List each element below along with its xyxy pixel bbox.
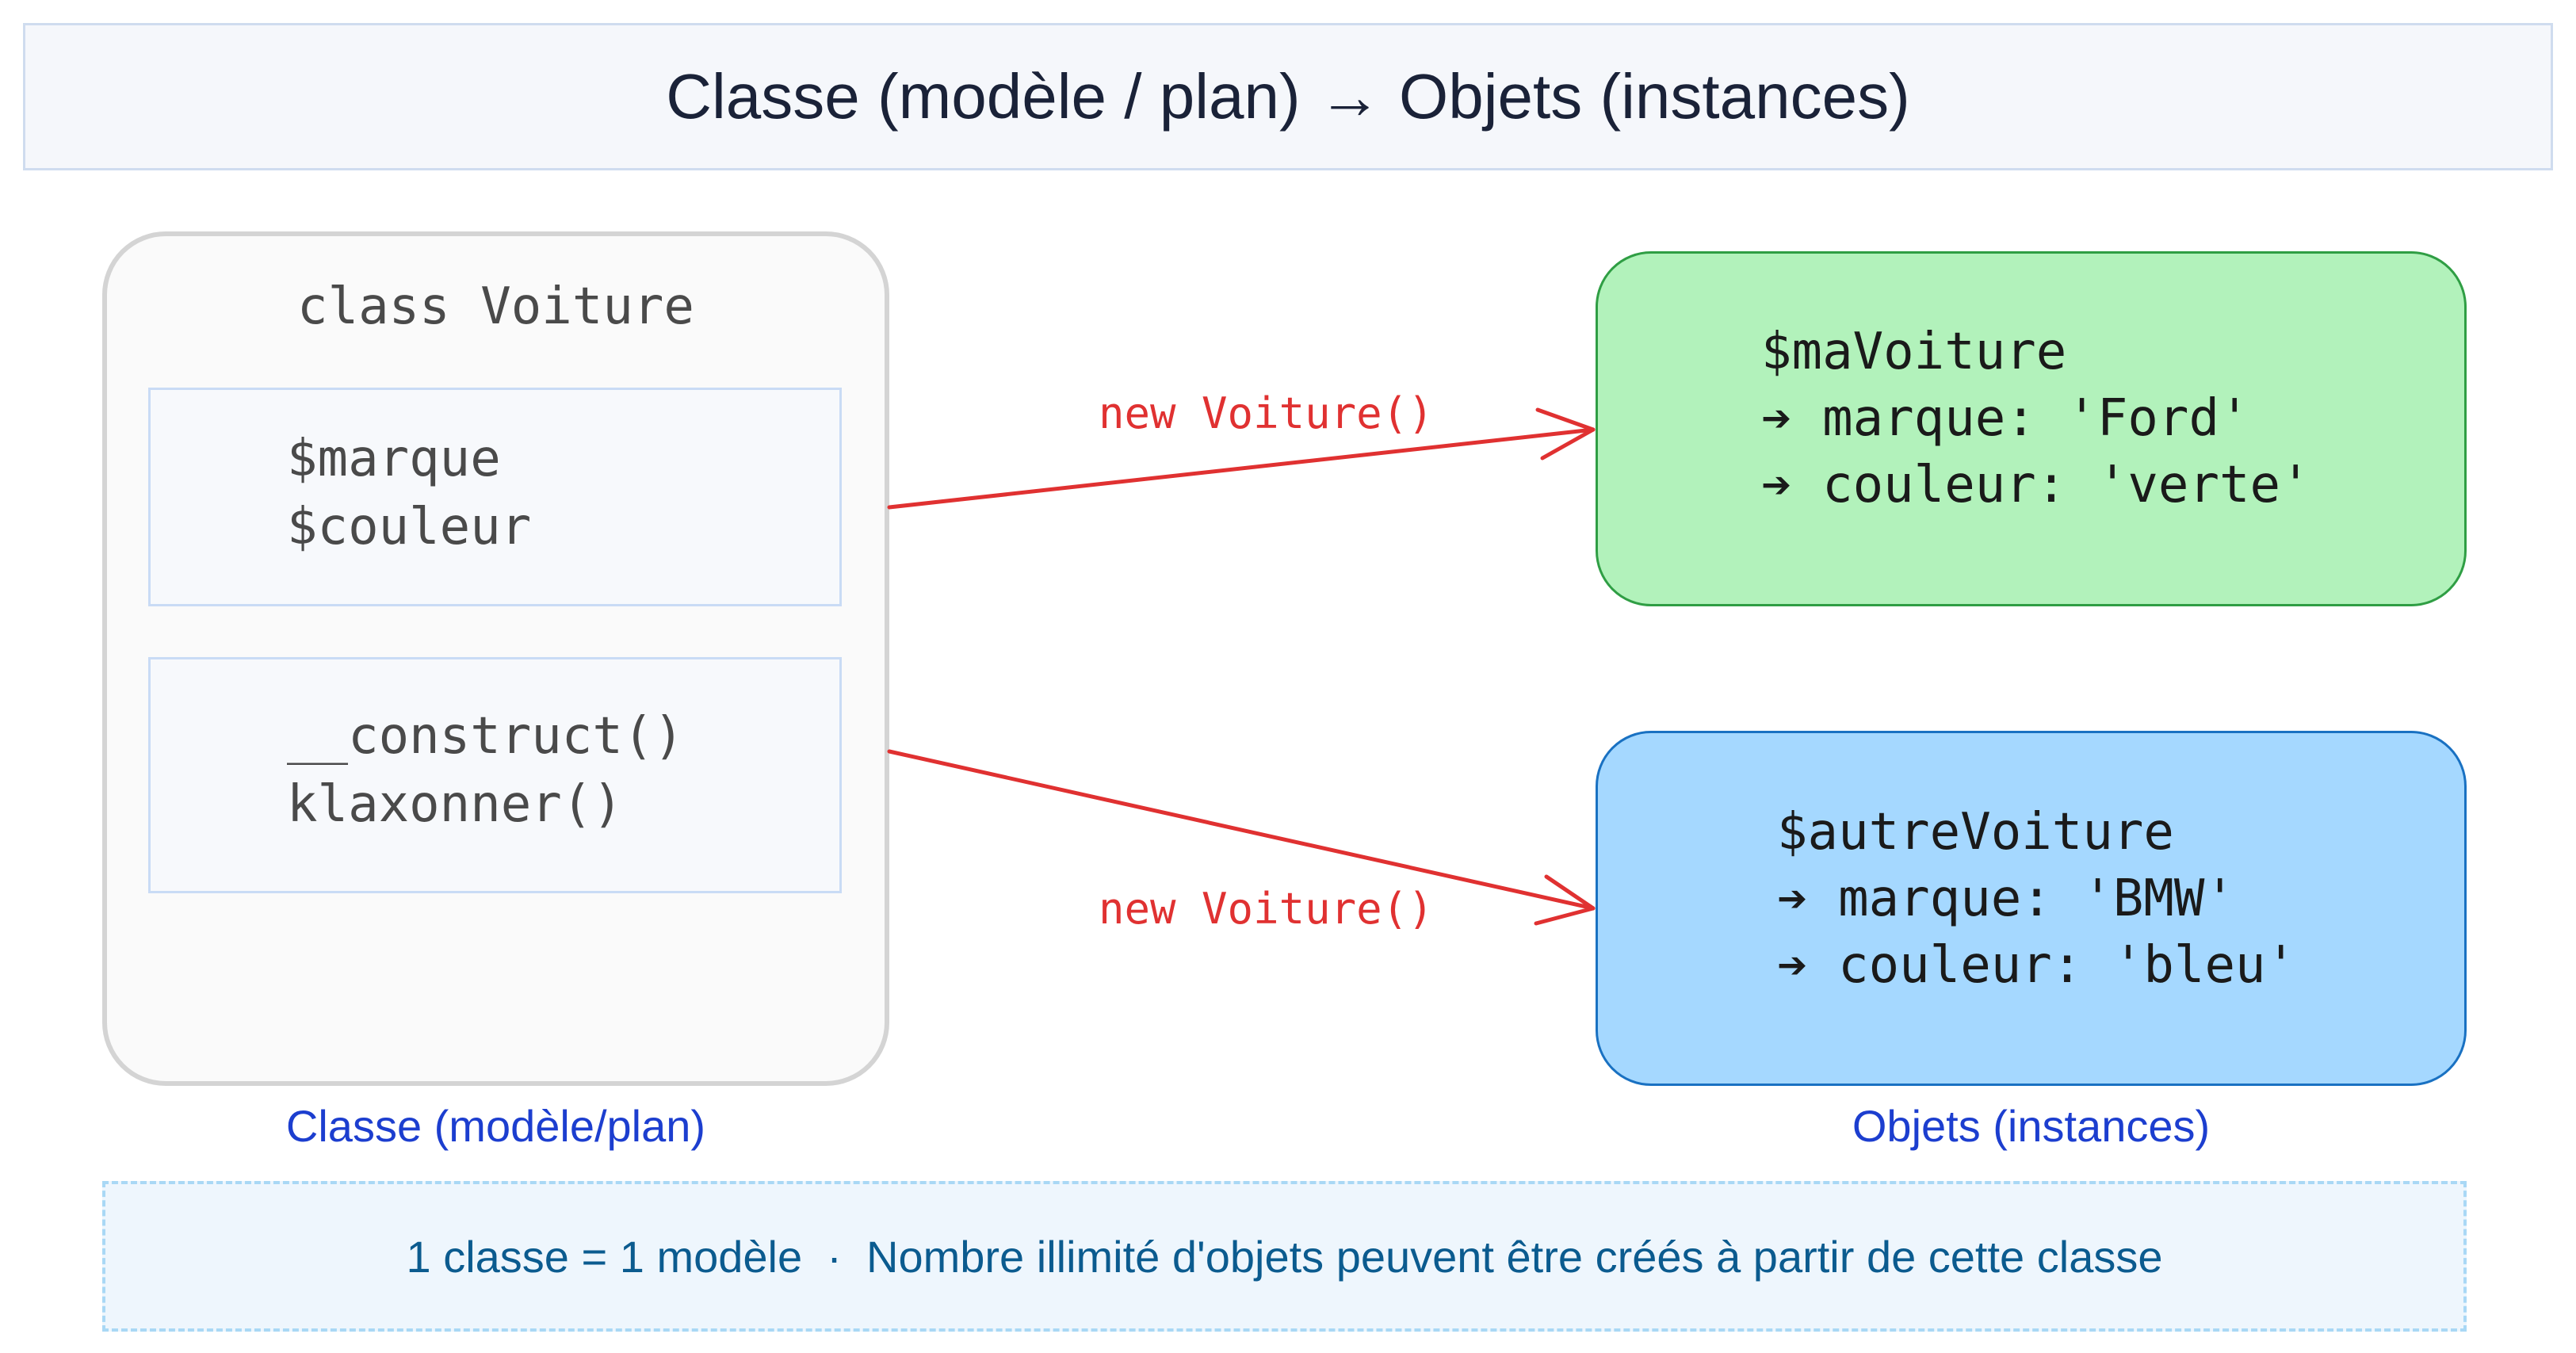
object-box-ma-voiture [1596,251,2467,606]
object-property: ➔ marque: 'BMW' [1777,870,2235,928]
method-item: __construct() [287,707,684,766]
object-autre-voiture-content: $autreVoiture ➔ marque: 'BMW' ➔ couleur:… [1777,799,2296,999]
object-property: ➔ marque: 'Ford' [1761,389,2250,448]
summary-note-text: 1 classe = 1 modèle · Nombre illimité d'… [406,1231,2163,1282]
summary-note: 1 classe = 1 modèle · Nombre illimité d'… [102,1181,2467,1332]
method-item: klaxonner() [287,775,623,834]
object-variable: $autreVoiture [1777,803,2174,862]
title-banner: Classe (modèle / plan) → Objets (instanc… [23,23,2553,170]
diagram-title: Classe (modèle / plan) → Objets (instanc… [666,61,1910,132]
object-property: ➔ couleur: 'verte' [1761,456,2311,514]
object-ma-voiture-content: $maVoiture ➔ marque: 'Ford' ➔ couleur: '… [1761,319,2311,518]
object-box-autre-voiture [1596,731,2467,1086]
methods-section [148,657,842,893]
arrow-line-1 [887,427,1596,510]
attribute-item: $marque [287,430,501,488]
objects-caption: Objets (instances) [1852,1101,2211,1151]
methods-list: __construct() klaxonner() [287,702,684,839]
arrow-label-2: new Voiture() [1099,884,1434,934]
arrow-label-1: new Voiture() [1099,388,1434,438]
attributes-list: $marque $couleur [287,425,531,561]
arrowhead-1 [1535,407,1596,461]
object-variable: $maVoiture [1761,323,2067,381]
attribute-item: $couleur [287,498,532,556]
arrowhead-2 [1534,874,1596,926]
attributes-section [148,388,842,606]
arrow-line-2 [887,749,1596,911]
class-caption: Classe (modèle/plan) [285,1101,706,1151]
object-property: ➔ couleur: 'bleu' [1777,936,2297,995]
class-name: class Voiture [297,277,694,336]
